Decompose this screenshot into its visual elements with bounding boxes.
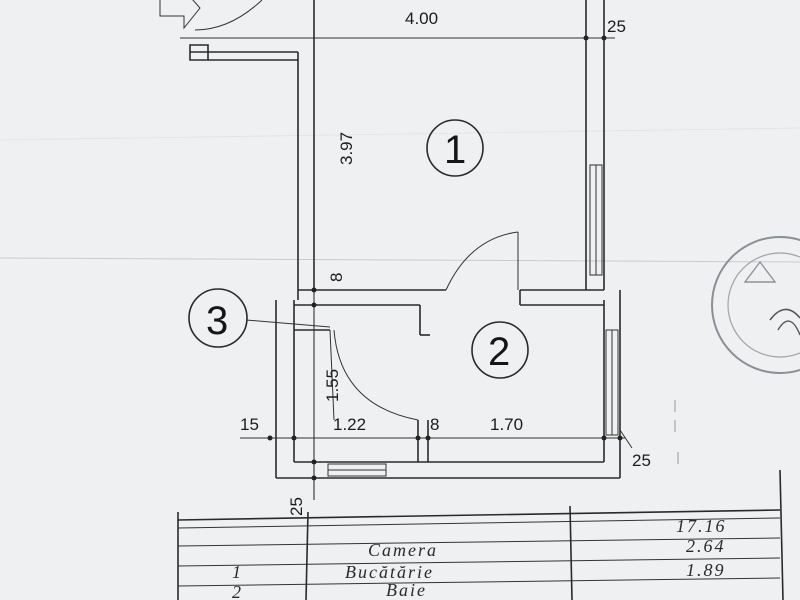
- paper-fold: [0, 257, 800, 263]
- door-swings: [329, 231, 519, 421]
- table-row-area: 17.16: [676, 516, 727, 536]
- table-row-index: 2: [232, 582, 243, 600]
- dim-partition-1: 8: [327, 273, 346, 282]
- dim-bottom-wall: 25: [287, 497, 306, 516]
- dimension-lines: [180, 0, 633, 500]
- table-row-area: 2.64: [686, 536, 726, 556]
- room-2-number: 2: [488, 330, 510, 374]
- room-1-marker: [426, 119, 484, 177]
- dim-room1-height: 3.97: [337, 132, 356, 165]
- table-row-name: Baie: [386, 580, 427, 600]
- entrance-arrow-icon: [159, 0, 263, 31]
- dim-top-wall: 25: [607, 17, 626, 36]
- dim-left-wall: 15: [240, 415, 259, 434]
- area-table: Camera 17.16 1 Bucătărie 2.64 2 Baie 1.8…: [177, 469, 784, 600]
- official-stamp: [711, 236, 800, 374]
- paper-crease: [0, 127, 800, 141]
- table-row: 2 Baie 1.89: [232, 560, 726, 600]
- dim-right-wall-bottom: 25: [632, 451, 651, 470]
- dim-kitchen-width: 1.70: [490, 415, 523, 434]
- dim-top-width: 4.00: [405, 9, 438, 28]
- room-3-marker: [188, 288, 248, 348]
- room-1-number: 1: [444, 128, 466, 172]
- table-row-name: Bucătărie: [345, 562, 434, 582]
- room-3-number: 3: [206, 299, 228, 343]
- room-labels: 1 2 3: [188, 119, 529, 379]
- dimension-labels: 4.00 25 3.97 8 1.55 15 1.22 8 1.70 25 25: [240, 9, 651, 516]
- table-row-name: Camera: [368, 540, 438, 560]
- margin-marks: [674, 400, 679, 464]
- dim-partition-2: 8: [430, 415, 439, 434]
- dim-bath-height: 1.55: [323, 369, 342, 402]
- room-3-leader-line: [245, 319, 331, 328]
- dim-bath-width: 1.22: [333, 415, 366, 434]
- outer-walls: [189, 0, 621, 479]
- table-row-area: 1.89: [686, 560, 726, 580]
- room-2-marker: [471, 321, 529, 379]
- table-row: Camera 17.16: [368, 516, 727, 560]
- table-row: 1 Bucătărie 2.64: [232, 536, 726, 582]
- table-row-index: 1: [232, 562, 243, 582]
